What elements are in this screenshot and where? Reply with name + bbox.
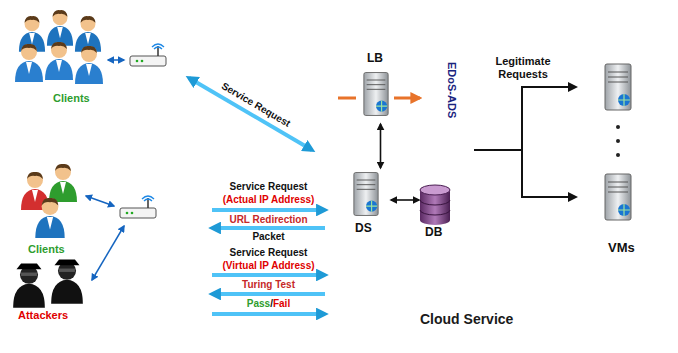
vm-cloud: VMs	[560, 35, 678, 235]
cloud-outline	[290, 15, 678, 353]
router-icon	[130, 44, 166, 66]
ds-server: DS	[345, 170, 390, 240]
node-label: Cloud Service	[420, 311, 513, 327]
node-label: DB	[425, 226, 442, 240]
connector	[391, 200, 419, 201]
edge-label: Turing Test	[242, 279, 295, 291]
client-cloud: Clients	[3, 0, 203, 120]
connector	[212, 275, 325, 276]
connector	[212, 314, 325, 315]
connector	[212, 228, 325, 229]
node-label: Clients	[53, 92, 90, 105]
cloud-outline	[3, 0, 203, 120]
router-icon	[120, 196, 156, 218]
connector	[212, 210, 325, 211]
connector	[212, 294, 325, 295]
server-icon	[364, 73, 388, 116]
database-icon	[420, 185, 450, 225]
lb-server: LB	[355, 52, 400, 122]
note-label: Packet	[252, 231, 284, 243]
connector	[189, 78, 312, 150]
node-label: Clients	[28, 243, 65, 256]
node-label: EDoS-ADS	[445, 62, 458, 118]
ellipsis-dots	[616, 125, 620, 157]
node-label: Attackers	[18, 309, 68, 322]
connector	[474, 87, 576, 197]
link-arrow	[108, 59, 124, 61]
edge-label: Service Request	[230, 247, 308, 259]
node-label: DS	[355, 222, 372, 236]
edge-label: Pass/Fail	[247, 298, 290, 310]
connector	[380, 124, 381, 168]
node-label: VMs	[608, 241, 635, 256]
note-label: (Actual IP Address)	[223, 194, 315, 206]
cloud-outline	[560, 35, 678, 235]
mixed-group	[13, 164, 83, 308]
note-label: (Virtual IP Address)	[222, 260, 314, 272]
edge-label: URL Redirection	[229, 214, 307, 226]
client-group	[15, 10, 103, 84]
server-icon	[354, 173, 378, 216]
server-icon	[605, 64, 631, 110]
client-attacker-cloud: ClientsAttackers	[3, 135, 218, 353]
link-arrow	[86, 196, 114, 206]
node-label: LB	[367, 52, 383, 66]
db-store: DB	[415, 180, 460, 245]
edge-label: Service Request	[230, 181, 308, 193]
cloud-service: Cloud Service EDoS-ADS LB DS DB VMs	[290, 15, 678, 353]
flow-arrow	[338, 97, 420, 100]
server-icon	[605, 174, 631, 220]
link-arrow	[92, 226, 124, 280]
edge-label: Legitimate Requests	[487, 55, 559, 80]
edos-ads-cloud: EDoS-ADS LB DS DB	[330, 40, 480, 265]
